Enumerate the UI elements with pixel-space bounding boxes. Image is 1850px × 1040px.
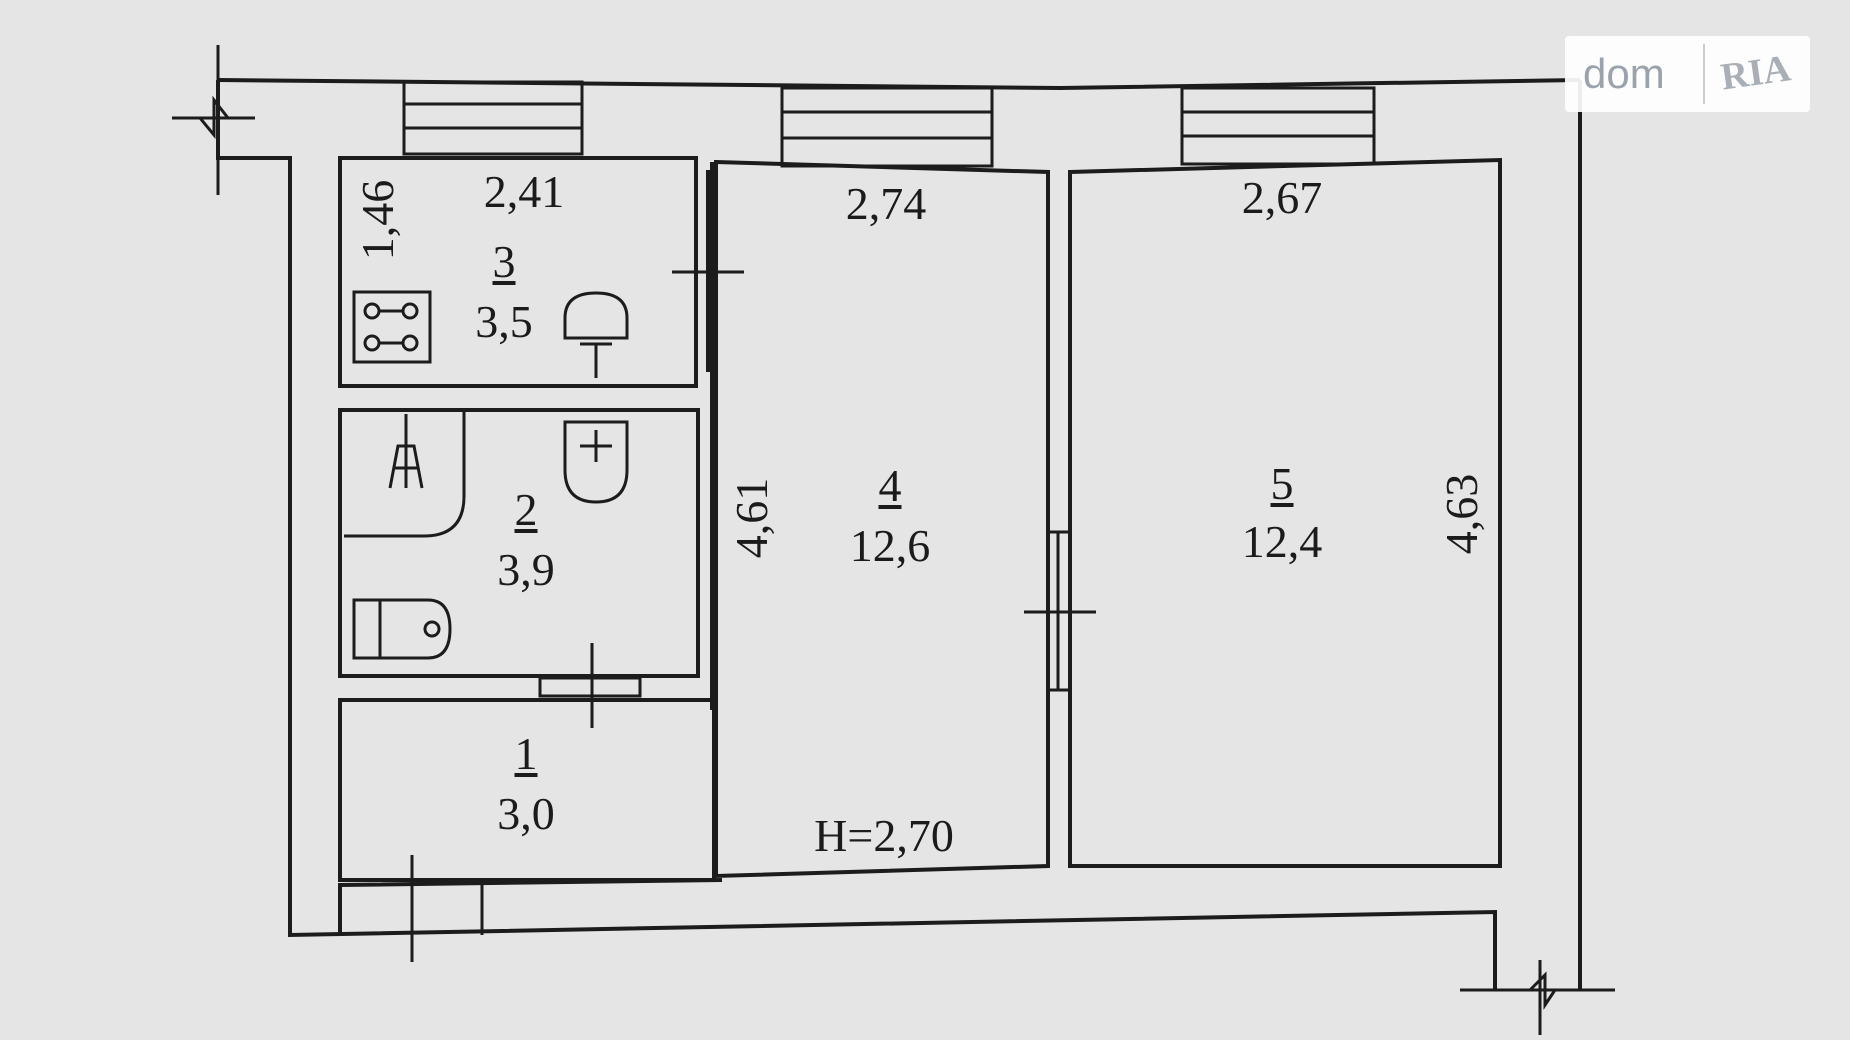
room-2-area: 3,9 (497, 544, 555, 595)
washbasin-icon (563, 420, 629, 504)
window-room-5 (1180, 86, 1376, 166)
room-2-number: 2 (514, 484, 538, 535)
room-3-width-label: 2,41 (483, 166, 565, 217)
room-4-area: 12,6 (849, 520, 931, 571)
watermark-partner: RIA (1718, 47, 1794, 99)
watermark-logo: dom RIA (1565, 36, 1810, 112)
room-5-width-label: 2,67 (1241, 172, 1323, 223)
stove-icon (352, 290, 432, 364)
ceiling-height-label: H=2,70 (814, 810, 954, 861)
room-3-number: 3 (492, 236, 516, 287)
break-mark-right (1460, 960, 1615, 1035)
room-4-width-label: 2,74 (845, 178, 927, 229)
room-4-number: 4 (878, 460, 902, 511)
room-5-outline (1068, 157, 1502, 868)
room-2-outline (338, 408, 700, 678)
bathtub-icon (344, 412, 466, 538)
kitchen-sink-icon (563, 291, 629, 378)
room-4-depth-label: 4,61 (726, 477, 777, 559)
room-3-area: 3,5 (475, 296, 533, 347)
room-5-depth-label: 4,63 (1436, 473, 1487, 555)
watermark-divider (1703, 44, 1705, 104)
break-mark-left (172, 45, 255, 195)
room-3-depth-label: 1,46 (352, 179, 403, 261)
window-room-4 (780, 86, 994, 168)
room-4-outline (714, 159, 1050, 879)
shower-icon (388, 414, 424, 489)
window-room-3 (402, 80, 584, 156)
room-1-area: 3,0 (497, 788, 555, 839)
toilet-icon (352, 598, 452, 660)
room-1-number: 1 (514, 728, 538, 779)
room-5-number: 5 (1270, 458, 1294, 509)
watermark-brand: dom (1583, 50, 1665, 97)
room-5-area: 12,4 (1241, 516, 1323, 567)
